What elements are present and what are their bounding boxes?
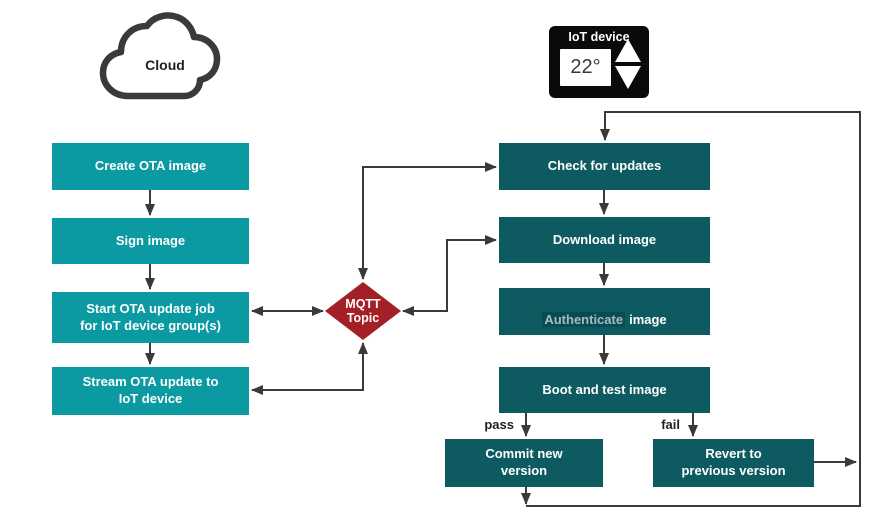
flow-box-sign-image: Sign image <box>52 218 249 264</box>
temperature-value: 22° <box>570 56 601 78</box>
down-arrow-icon <box>615 66 641 89</box>
flow-box-label: Check for updates <box>547 158 662 174</box>
flow-box-revert-previous-version: Revert to previous version <box>653 439 814 487</box>
mqtt-topic-label: MQTT Topic <box>345 296 381 325</box>
flow-box-label: Commit new version <box>485 446 563 478</box>
flow-box-check-for-updates: Check for updates <box>499 143 710 190</box>
flow-box-label: Stream OTA update to IoT device <box>82 374 219 406</box>
temperature-display: 22° <box>560 49 611 86</box>
flow-box-label: Start OTA update job for IoT device grou… <box>80 300 221 333</box>
flow-box-label: Create OTA image <box>94 158 207 174</box>
flow-box-label: image <box>629 311 667 327</box>
connector-mqtt-stream-bidirectional <box>251 342 368 395</box>
iot-device: IoT device 22° <box>549 26 649 98</box>
flow-box-create-ota-image: Create OTA image <box>52 143 249 190</box>
cloud-label: Cloud <box>145 57 185 73</box>
pass-label: pass <box>484 417 514 432</box>
flow-box-label: Revert to previous version <box>681 446 786 478</box>
flow-box-boot-and-test-image: Boot and test image <box>499 367 710 413</box>
cloud-icon <box>99 12 221 100</box>
connector-mqtt-check-bidirectional <box>358 162 497 280</box>
authenticate-highlighted-word: Authenticate <box>542 311 626 327</box>
flow-box-label: Download image <box>552 231 657 247</box>
fail-label: fail <box>661 417 680 432</box>
up-arrow-icon <box>615 39 641 62</box>
flow-box-stream-ota-update: Stream OTA update to IoT device <box>52 367 249 415</box>
connector-mqtt-download-bidirectional <box>402 235 497 316</box>
flow-box-download-image: Download image <box>499 217 710 263</box>
iot-device-label: IoT device <box>568 30 630 44</box>
flow-box-label: Boot and test image <box>542 381 667 397</box>
flow-box-commit-new-version: Commit new version <box>445 439 603 487</box>
connector-feedback-rail-to-check <box>526 111 861 507</box>
flow-box-label: Sign image <box>115 232 186 248</box>
flow-box-start-ota-update-job: Start OTA update job for IoT device grou… <box>52 292 249 343</box>
